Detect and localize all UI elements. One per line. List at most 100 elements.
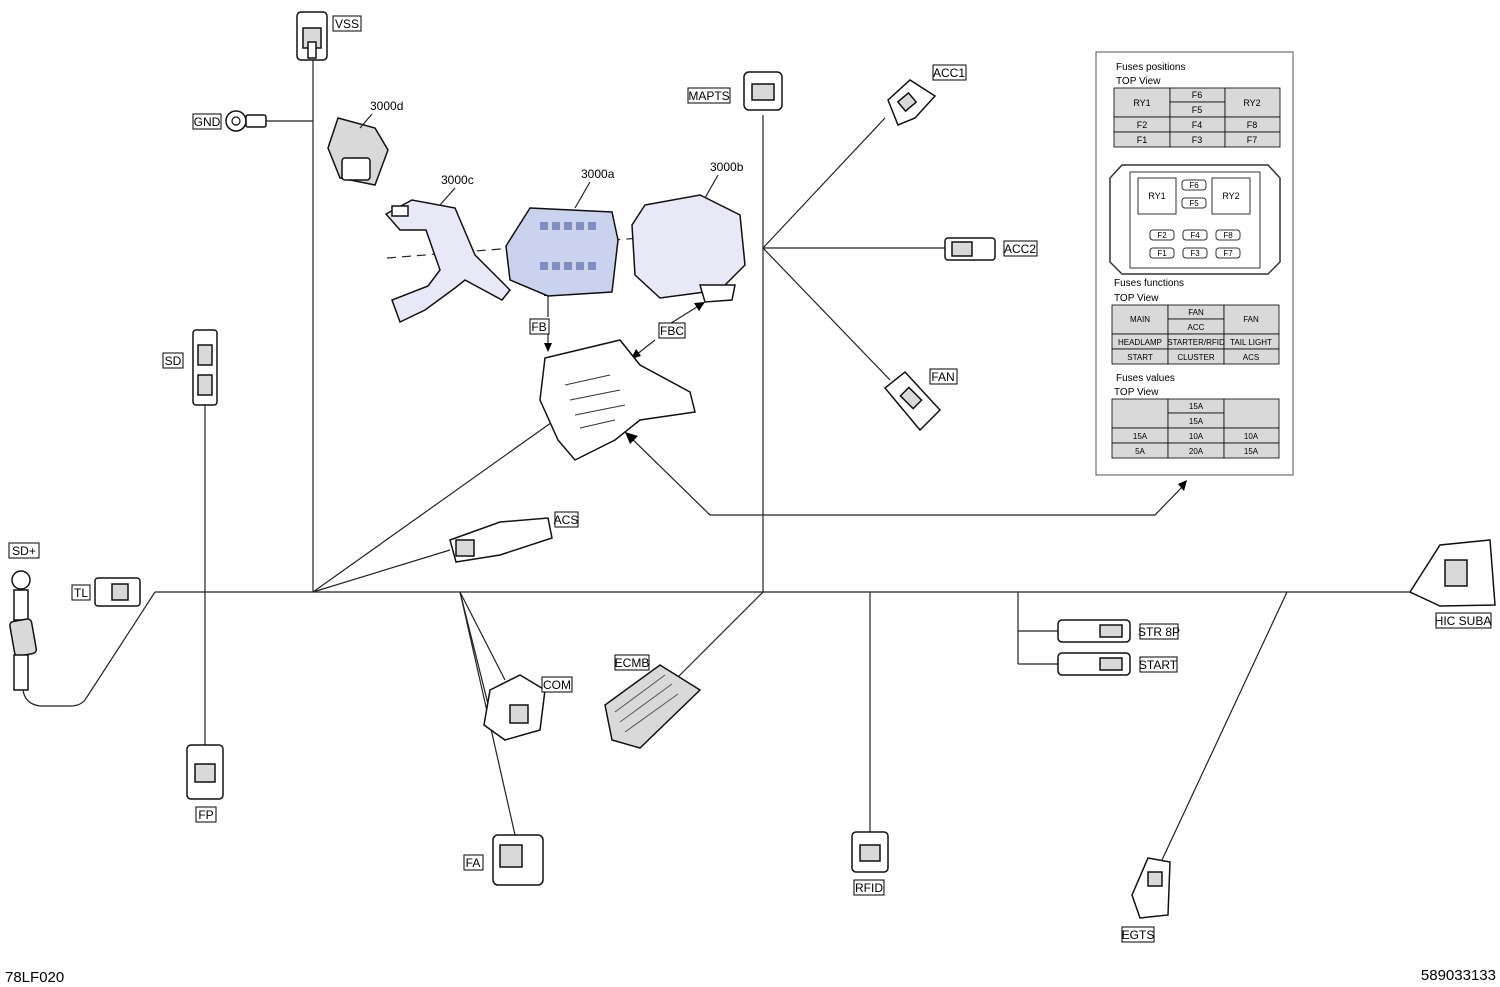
svg-text:F1: F1: [1137, 135, 1148, 145]
label-sd: SD: [162, 352, 184, 369]
svg-text:20A: 20A: [1189, 447, 1204, 456]
fp-connector-icon: [186, 744, 224, 800]
fan-connector-icon: [883, 370, 942, 432]
str8p-connector-icon: [1057, 619, 1131, 643]
part-3000a-icon: [505, 207, 619, 297]
egts-connector-icon: [1131, 857, 1171, 919]
svg-text:TAIL LIGHT: TAIL LIGHT: [1230, 338, 1272, 347]
hic-suba-connector-icon: [1408, 539, 1496, 607]
svg-text:15A: 15A: [1133, 432, 1148, 441]
label-start: START: [1139, 656, 1178, 673]
svg-text:ACC: ACC: [1188, 323, 1205, 332]
label-egts: EGTS: [1121, 926, 1155, 943]
label-3000a: 3000a: [581, 167, 615, 181]
svg-text:START: START: [1127, 353, 1153, 362]
mapts-connector-icon: [743, 71, 783, 111]
label-acc1: ACC1: [932, 64, 967, 81]
svg-text:START: START: [1139, 658, 1178, 672]
svg-text:ACS: ACS: [1243, 353, 1259, 362]
svg-text:10A: 10A: [1189, 432, 1204, 441]
sd-plus-terminal-icon: [9, 570, 38, 691]
label-mapts: MAPTS: [687, 87, 731, 104]
label-fbc: FBC: [658, 322, 686, 339]
label-hic-suba: HIC SUBA: [1435, 612, 1492, 629]
label-acs: ACS: [554, 511, 579, 528]
fuse-values-title: Fuses values: [1116, 373, 1175, 384]
sd-connector-icon: [192, 329, 218, 406]
svg-text:F2: F2: [1157, 231, 1167, 240]
svg-text:GND: GND: [194, 115, 221, 129]
fuse-functions-table: MAIN FAN ACC FAN HEADLAMP STARTER/RFID T…: [1111, 304, 1280, 365]
svg-text:F3: F3: [1192, 135, 1203, 145]
svg-text:F1: F1: [1157, 249, 1167, 258]
label-fa: FA: [463, 854, 484, 871]
svg-text:RY1: RY1: [1148, 191, 1165, 201]
svg-text:RY2: RY2: [1243, 98, 1260, 108]
part-number: 589033133: [1421, 967, 1496, 984]
fuse-positions-table: RY1 F6 F5 RY2 F2 F4 F8 F1 F3 F7: [1113, 87, 1281, 148]
svg-text:F8: F8: [1223, 231, 1233, 240]
svg-text:VSS: VSS: [335, 17, 359, 31]
svg-text:ACC1: ACC1: [933, 66, 965, 80]
label-3000c: 3000c: [441, 173, 474, 187]
svg-text:F3: F3: [1190, 249, 1200, 258]
ecmb-connector-icon: [604, 664, 702, 749]
svg-text:RFID: RFID: [855, 881, 883, 895]
gnd-ring-terminal-icon: [225, 110, 267, 132]
svg-text:F4: F4: [1192, 120, 1203, 130]
svg-text:MAPTS: MAPTS: [688, 89, 729, 103]
svg-text:FAN: FAN: [931, 370, 954, 384]
part-3000d-icon: [327, 117, 389, 186]
fuse-positions-title: Fuses positions: [1116, 62, 1185, 73]
start-connector-icon: [1057, 652, 1131, 676]
label-vss: VSS: [332, 15, 362, 32]
fuse-functions-view: TOP View: [1114, 293, 1159, 304]
label-ecmb: ECMB: [614, 654, 650, 671]
svg-text:STARTER/RFID: STARTER/RFID: [1167, 338, 1225, 347]
fuse-values-view: TOP View: [1114, 387, 1159, 398]
label-3000d: 3000d: [370, 99, 403, 113]
svg-text:F2: F2: [1137, 120, 1148, 130]
svg-text:SD: SD: [165, 354, 182, 368]
svg-text:RY2: RY2: [1222, 191, 1239, 201]
label-rfid: RFID: [853, 879, 885, 896]
svg-text:HIC SUBA: HIC SUBA: [1435, 614, 1492, 628]
svg-text:ACS: ACS: [554, 513, 579, 527]
svg-text:ECMB: ECMB: [615, 656, 650, 670]
svg-text:FA: FA: [466, 856, 481, 870]
svg-text:F7: F7: [1223, 249, 1233, 258]
part-3000c-icon: [384, 199, 512, 324]
svg-text:COM: COM: [543, 678, 571, 692]
label-tl: TL: [71, 584, 91, 601]
svg-text:RY1: RY1: [1133, 98, 1150, 108]
label-fp: FP: [195, 806, 217, 823]
svg-text:15A: 15A: [1189, 402, 1204, 411]
svg-text:15A: 15A: [1244, 447, 1259, 456]
label-sd-plus: SD+: [8, 542, 40, 559]
tl-connector-icon: [94, 577, 141, 607]
label-str8p: STR 8P: [1138, 623, 1180, 640]
svg-text:FAN: FAN: [1243, 315, 1259, 324]
svg-text:F4: F4: [1190, 231, 1200, 240]
svg-text:HEADLAMP: HEADLAMP: [1118, 338, 1162, 347]
fuse-box-carrier-icon: [539, 339, 696, 461]
svg-text:10A: 10A: [1244, 432, 1259, 441]
acc1-connector-icon: [887, 79, 937, 126]
svg-text:5A: 5A: [1135, 447, 1145, 456]
acc2-connector-icon: [944, 237, 996, 261]
svg-text:FAN: FAN: [1188, 308, 1204, 317]
label-fan: FAN: [929, 368, 958, 385]
fuse-functions-title: Fuses functions: [1114, 278, 1184, 289]
label-gnd: GND: [192, 113, 222, 130]
svg-text:F6: F6: [1189, 181, 1199, 190]
svg-text:F5: F5: [1192, 105, 1203, 115]
part-3000b-icon: [631, 194, 746, 303]
svg-text:EGTS: EGTS: [1122, 928, 1155, 942]
fa-connector-icon: [492, 834, 544, 886]
svg-text:F7: F7: [1247, 135, 1258, 145]
harness-wires: [22, 60, 1410, 861]
label-acc2: ACC2: [1003, 240, 1038, 257]
rfid-connector-icon: [851, 831, 889, 873]
svg-text:FP: FP: [198, 808, 213, 822]
